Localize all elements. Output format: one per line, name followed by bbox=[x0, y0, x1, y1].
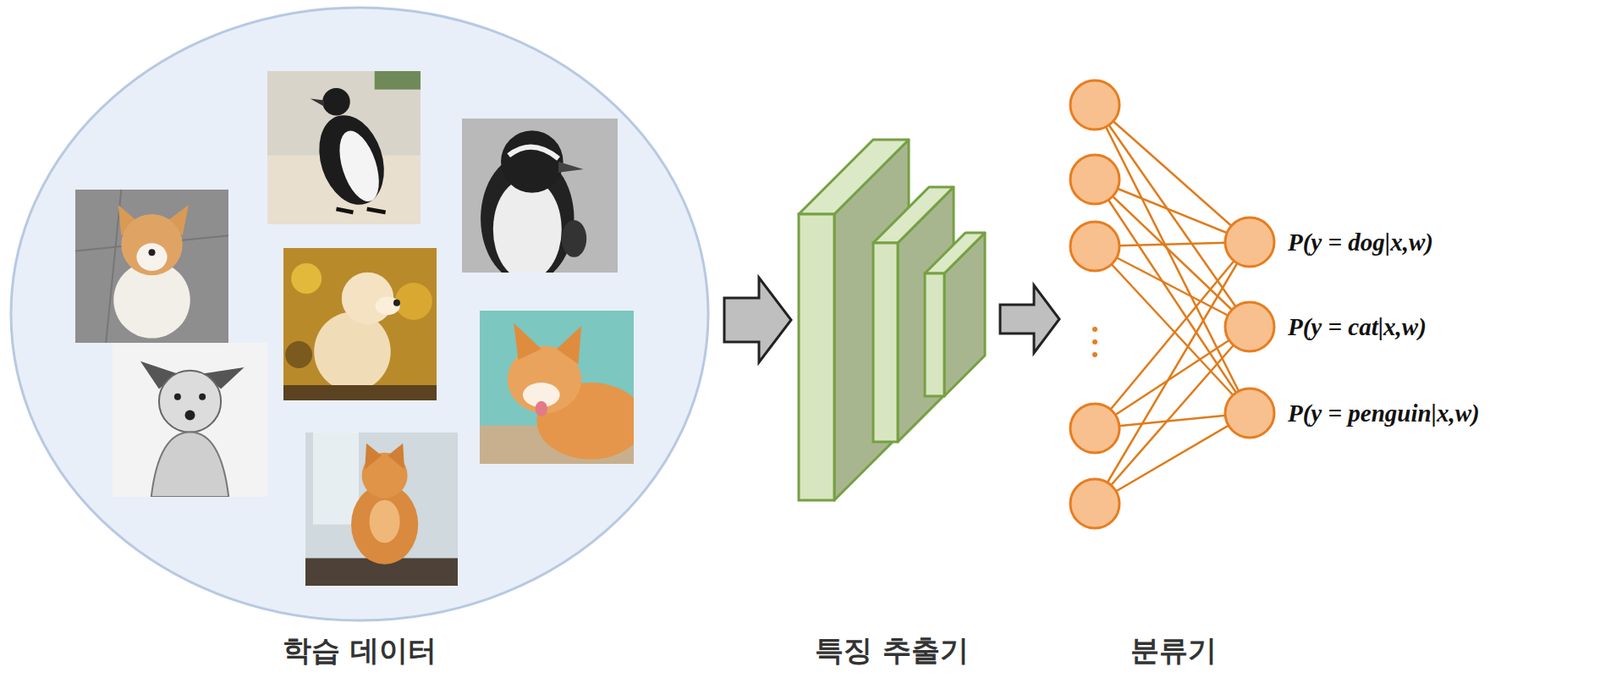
stage-label: 특징 추출기 bbox=[814, 632, 969, 673]
penguin-beak bbox=[558, 161, 583, 173]
photo-dog-sketch bbox=[112, 342, 268, 497]
class-probability: P(y = dog|x,w) bbox=[1287, 227, 1434, 258]
dog-body bbox=[151, 432, 230, 497]
photo-penguin-gray bbox=[461, 118, 618, 284]
dog-eye bbox=[198, 393, 206, 401]
block-top bbox=[924, 232, 985, 274]
cat-chest bbox=[369, 500, 401, 544]
block-top bbox=[798, 139, 909, 215]
stage-label: 학습 데이터 bbox=[282, 632, 437, 673]
class-probability: P(y = penguin|x,w) bbox=[1287, 398, 1480, 429]
ellipsis-dot bbox=[1092, 351, 1098, 358]
dog-muzzle bbox=[136, 242, 167, 271]
block-top bbox=[873, 186, 954, 243]
bokeh bbox=[291, 263, 322, 294]
block-front bbox=[873, 242, 898, 442]
photo-content bbox=[283, 247, 437, 401]
bokeh bbox=[395, 282, 433, 320]
layer-block bbox=[873, 186, 954, 442]
photo-ground bbox=[75, 189, 229, 343]
photo-corgi bbox=[75, 189, 229, 343]
dog-body bbox=[313, 312, 391, 392]
dog-head bbox=[120, 214, 182, 275]
dog-nose bbox=[148, 248, 156, 256]
block-front bbox=[798, 214, 835, 501]
data-region: 학습 데이터 bbox=[8, 4, 711, 673]
photo-ground bbox=[267, 71, 421, 225]
network-weight bbox=[1094, 246, 1250, 327]
photo-content bbox=[479, 310, 634, 464]
photo-ground bbox=[305, 432, 458, 586]
penguin-beak bbox=[310, 98, 325, 107]
data-region bbox=[10, 7, 709, 621]
ellipsis-dot bbox=[1092, 339, 1098, 345]
photo-ground bbox=[112, 342, 268, 497]
neuron bbox=[1225, 217, 1275, 267]
penguin-belly bbox=[331, 126, 387, 207]
photo-content bbox=[461, 118, 618, 273]
cat-tongue bbox=[535, 401, 549, 417]
bokeh bbox=[285, 340, 313, 369]
ground-strip bbox=[283, 384, 437, 401]
dog-muzzle bbox=[375, 296, 401, 316]
neuron bbox=[1070, 478, 1120, 528]
block-front bbox=[924, 273, 945, 396]
dog-nose bbox=[393, 299, 401, 307]
dog-nose bbox=[185, 410, 196, 421]
stage-label: 분류기 bbox=[1130, 632, 1217, 673]
neuron bbox=[1070, 221, 1120, 271]
class-probability: P(y = cat|x,w) bbox=[1287, 312, 1427, 342]
cat-ear bbox=[556, 325, 582, 364]
penguin-body bbox=[307, 106, 395, 214]
ellipsis-dot bbox=[1092, 326, 1098, 332]
feature-extractor: 특징 추출기 bbox=[798, 137, 985, 673]
dog-eye bbox=[174, 393, 182, 401]
cat-ear bbox=[364, 443, 382, 470]
photo-content bbox=[75, 189, 229, 343]
feature-extractor-blocks bbox=[798, 139, 985, 501]
photo-ground bbox=[283, 247, 437, 401]
dog-head bbox=[159, 370, 221, 433]
block-arrow bbox=[724, 277, 792, 363]
cat-ear bbox=[513, 322, 542, 359]
network-weight bbox=[1094, 241, 1250, 504]
penguin-head bbox=[322, 87, 351, 116]
classifier: 분류기 bbox=[1067, 76, 1280, 673]
pavement-line bbox=[75, 189, 229, 343]
layer-block bbox=[924, 232, 985, 396]
neuron bbox=[1070, 80, 1120, 130]
layer-block bbox=[798, 139, 909, 501]
block-arrow bbox=[1000, 285, 1060, 353]
cat-ear bbox=[387, 443, 405, 470]
penguin-stripe bbox=[508, 147, 559, 160]
photo-cat-lick bbox=[479, 310, 645, 464]
penguin-belly bbox=[493, 178, 562, 273]
neuron bbox=[1225, 388, 1275, 438]
photo-dog-white bbox=[283, 247, 437, 401]
neuron bbox=[1070, 403, 1120, 453]
photo-penguin bbox=[267, 71, 421, 225]
window-light bbox=[313, 432, 359, 525]
photo-content bbox=[267, 71, 421, 225]
network-weight bbox=[1094, 104, 1250, 413]
penguin-head bbox=[500, 130, 564, 193]
penguin-flipper bbox=[561, 219, 587, 258]
photo-content bbox=[112, 342, 268, 497]
penguin-feet bbox=[335, 208, 385, 213]
photo-content bbox=[305, 432, 458, 586]
photo-cat-sit bbox=[305, 432, 458, 586]
photo-ground bbox=[374, 71, 421, 90]
neuron bbox=[1070, 154, 1120, 204]
neuron bbox=[1225, 302, 1275, 352]
classifier-network bbox=[1070, 80, 1275, 528]
